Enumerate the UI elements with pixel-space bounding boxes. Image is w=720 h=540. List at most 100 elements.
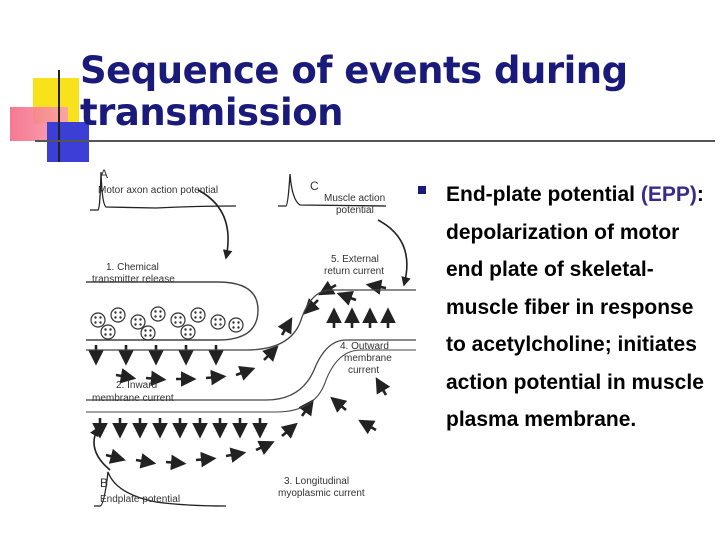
muscle-membrane-inner xyxy=(86,339,416,401)
slide-title-line-1: Sequence of events during xyxy=(80,49,628,92)
step2-label-1: 2. Inward xyxy=(116,380,157,391)
decor-blue-square xyxy=(47,122,89,162)
acetylcholine-dot xyxy=(139,323,142,326)
acetylcholine-dot xyxy=(119,311,122,314)
current-arrow xyxy=(135,453,157,469)
title-underline xyxy=(35,140,715,142)
synaptic-vesicle xyxy=(100,324,116,340)
return-arrow xyxy=(377,219,411,287)
endplate-potential-trace xyxy=(94,471,227,507)
decor-vertical-line xyxy=(58,70,60,162)
acetylcholine-dot xyxy=(194,311,197,314)
muscle-membrane xyxy=(86,289,416,351)
acetylcholine-dot xyxy=(232,321,235,324)
current-arrow xyxy=(277,317,293,336)
acetylcholine-dot xyxy=(154,310,157,313)
panel-b-letter: B xyxy=(100,476,108,490)
current-arrow xyxy=(225,447,247,463)
acetylcholine-dot xyxy=(159,315,162,318)
step4-label-2: membrane xyxy=(344,353,392,364)
synaptic-vesicle xyxy=(140,325,156,341)
muscle-membrane-bottom xyxy=(86,349,416,413)
panel-a-letter: A xyxy=(100,167,108,181)
current-arrow xyxy=(205,369,227,386)
muscle-ap-trace xyxy=(278,173,387,207)
panel-b-label: Endplate potential xyxy=(100,494,180,505)
bullet-text-part-1: End-plate potential xyxy=(446,183,641,206)
motor-axon-ap-trace xyxy=(90,171,237,211)
step3-label-1: 3. Longitudinal xyxy=(284,476,349,487)
acetylcholine-dot xyxy=(237,321,240,324)
synaptic-vesicle xyxy=(150,306,166,322)
acetylcholine-dot xyxy=(232,326,235,329)
synaptic-vesicle xyxy=(190,307,206,323)
current-arrow xyxy=(115,368,137,384)
acetylcholine-dot xyxy=(174,316,177,319)
acetylcholine-dot xyxy=(104,328,107,331)
step1-label-2: transmitter release xyxy=(92,274,175,285)
synaptic-vesicle xyxy=(110,307,126,323)
current-arrow xyxy=(255,440,275,455)
synaptic-vesicle xyxy=(210,314,226,330)
acetylcholine-dot xyxy=(104,333,107,336)
acetylcholine-dot xyxy=(119,316,122,319)
current-arrow xyxy=(195,451,217,468)
acetylcholine-dot xyxy=(199,311,202,314)
current-arrow xyxy=(235,365,256,381)
current-arrow xyxy=(375,377,391,396)
synaptic-vesicle xyxy=(90,312,106,328)
acetylcholine-dot xyxy=(219,318,222,321)
current-arrow xyxy=(358,419,377,435)
acetylcholine-dot xyxy=(214,318,217,321)
panel-c-letter: C xyxy=(310,179,319,193)
step4-label-1: 4. Outward xyxy=(340,341,389,352)
synaptic-vesicle xyxy=(228,317,244,333)
acetylcholine-dot xyxy=(99,316,102,319)
acetylcholine-dot xyxy=(94,316,97,319)
synaptic-vesicle xyxy=(130,314,146,330)
step2-label-2: membrane current xyxy=(92,393,174,404)
slide-title: Sequence of events during transmission xyxy=(80,50,700,134)
step5-label-1: 5. External xyxy=(331,254,379,265)
acetylcholine-dot xyxy=(149,329,152,332)
current-arrow xyxy=(365,279,387,295)
acetylcholine-dot xyxy=(149,334,152,337)
step5-label-2: return current xyxy=(324,266,384,277)
nerve-terminal xyxy=(86,281,259,341)
current-arrow xyxy=(336,290,357,306)
panel-c-label-2: potential xyxy=(336,205,374,216)
panel-c-label-1: Muscle action xyxy=(324,193,385,204)
current-arrow xyxy=(330,396,348,413)
synaptic-vesicle xyxy=(170,312,186,328)
acetylcholine-dot xyxy=(114,316,117,319)
acetylcholine-dot xyxy=(179,321,182,324)
acetylcholine-dot xyxy=(194,316,197,319)
acetylcholine-dot xyxy=(214,323,217,326)
acetylcholine-dot xyxy=(154,315,157,318)
current-arrow xyxy=(303,298,320,315)
current-arrow xyxy=(145,370,167,387)
bullet-marker xyxy=(418,186,426,194)
acetylcholine-dot xyxy=(99,321,102,324)
acetylcholine-dot xyxy=(109,328,112,331)
acetylcholine-dot xyxy=(94,321,97,324)
step3-label-2: myoplasmic current xyxy=(278,488,365,499)
step1-label-1: 1. Chemical xyxy=(106,262,159,273)
acetylcholine-dot xyxy=(159,310,162,313)
current-arrow xyxy=(298,399,314,417)
current-arrows xyxy=(88,279,396,471)
acetylcholine-dot xyxy=(114,311,117,314)
acetylcholine-dot xyxy=(139,318,142,321)
acetylcholine-dot xyxy=(219,323,222,326)
acetylcholine-dot xyxy=(184,333,187,336)
current-arrow xyxy=(280,422,298,439)
current-arrow xyxy=(105,448,126,464)
acetylcholine-dot xyxy=(144,329,147,332)
bullet-text-part-3: : depolarization of motor end plate of s… xyxy=(446,183,704,431)
acetylcholine-dot xyxy=(134,318,137,321)
acetylcholine-dot xyxy=(144,334,147,337)
acetylcholine-dot xyxy=(184,328,187,331)
bullet-epp-abbrev: (EPP) xyxy=(640,183,697,206)
panel-a-label: Motor axon action potential xyxy=(98,185,218,196)
acetylcholine-dot xyxy=(199,316,202,319)
